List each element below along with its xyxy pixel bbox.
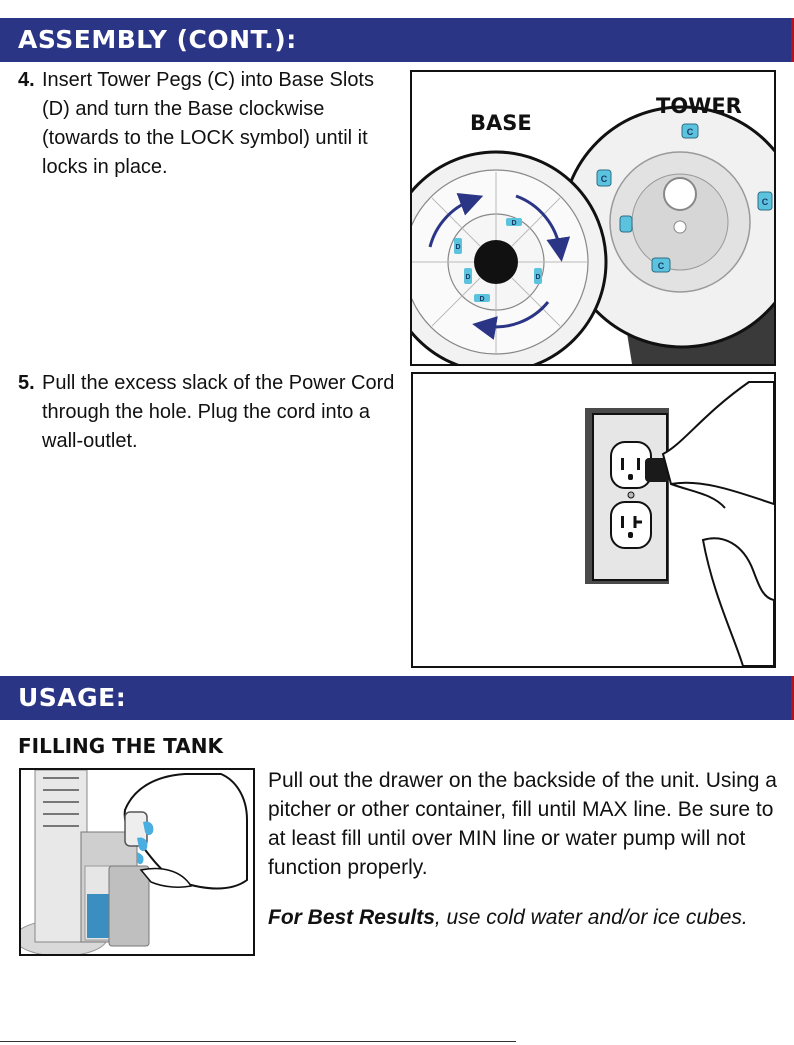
tower-unit [34,770,88,943]
step-5: 5. Pull the excess slack of the Power Co… [18,369,398,456]
filling-tank-drawing [21,770,248,954]
tower-label: TOWER [656,94,742,118]
base-label: BASE [470,111,532,135]
base-slot-label: D [455,244,460,251]
outlet-drawing [585,381,774,666]
base-slot-label: D [465,274,470,281]
outlet-receptacle-bottom [610,501,652,549]
base-tower-illustration: C C C C D D D D D BASE TOWER [410,70,776,366]
tower-peg-label: C [601,174,608,184]
tower-peg-c [619,215,633,233]
base-slot-label: D [511,220,516,227]
base-tower-drawing: C C C C D D D D D BASE TOWER [412,94,774,364]
best-results-label: For Best Results [268,906,435,929]
step-5-number: 5. [18,372,35,394]
assembly-section-header: ASSEMBLY (CONT.): [0,18,794,62]
best-results-note: For Best Results, use cold water and/or … [268,906,748,930]
footer-rule [0,1041,516,1042]
step-4: 4. Insert Tower Pegs (C) into Base Slots… [18,66,398,182]
step-4-number: 4. [18,69,35,91]
tower-peg-label: C [762,197,769,207]
base-slot-d [506,218,522,226]
base-slot-label: D [535,274,540,281]
base-slot-d [464,268,472,284]
tower-part: C C C C [560,105,774,364]
base-slot-d [454,238,462,254]
tower-peg-label: C [687,127,694,137]
usage-section-header: USAGE: [0,676,794,720]
base-part: D D D D D [412,150,608,364]
base-slot-d [474,294,490,302]
hand-top [661,381,774,506]
tower-peg-c [596,169,612,187]
base-slot-label: D [479,296,484,303]
tower-peg-c [681,123,699,139]
best-results-text: , use cold water and/or ice cubes. [434,906,748,929]
base-slot-d [534,268,542,284]
filling-instructions-text: Pull out the drawer on the backside of t… [268,769,777,879]
power-plug [645,458,669,482]
outlet-illustration [411,372,776,668]
filling-tank-subheading: FILLING THE TANK [18,734,223,758]
filling-tank-illustration [19,768,255,956]
tower-peg-c [651,257,671,273]
step-4-text: Insert Tower Pegs (C) into Base Slots (D… [42,69,374,178]
tower-peg-c [757,191,773,211]
hand-bottom [701,537,774,666]
tower-peg-label: C [658,261,665,271]
step-5-text: Pull the excess slack of the Power Cord … [42,372,395,452]
